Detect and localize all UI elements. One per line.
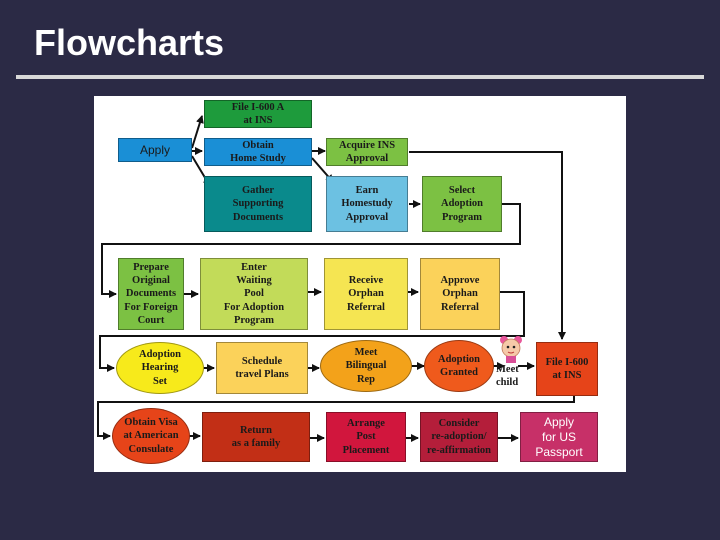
acquire-ins-approval-node: Acquire INS Approval — [326, 138, 408, 166]
approve-referral-node: Approve Orphan Referral — [420, 258, 500, 330]
adoption-granted-node: Adoption Granted — [424, 340, 494, 392]
schedule-travel-node: Schedule travel Plans — [216, 342, 308, 394]
title-divider — [16, 75, 704, 79]
slide-title: Flowcharts — [34, 22, 225, 63]
file-i600-node: File I-600 at INS — [536, 342, 598, 396]
apply-passport-node: Apply for US Passport — [520, 412, 598, 462]
obtain-home-study-node: Obtain Home Study — [204, 138, 312, 166]
arrow-approve-to-hearing — [99, 291, 525, 372]
select-program-node: Select Adoption Program — [422, 176, 502, 232]
arrange-post-placement-node: Arrange Post Placement — [326, 412, 406, 462]
prepare-documents-node: Prepare Original Documents For Foreign C… — [118, 258, 184, 330]
return-family-node: Return as a family — [202, 412, 310, 462]
arrow-file-i600-to-visa — [97, 396, 575, 440]
arrow-acquire-to-file-i600 — [409, 151, 566, 340]
meet-child-label: Meet child — [496, 364, 519, 388]
obtain-visa-node: Obtain Visa at American Consulate — [112, 408, 190, 464]
meet-bilingual-rep-node: Meet Bilingual Rep — [320, 340, 412, 392]
arrow-apply-to-file-i600a — [191, 115, 204, 149]
receive-referral-node: Receive Orphan Referral — [324, 258, 408, 330]
baby-icon — [500, 336, 522, 363]
adoption-hearing-node: Adoption Hearing Set — [116, 342, 204, 394]
flowchart-panel: Apply File I-600 A at INS Obtain Home St… — [94, 96, 626, 472]
apply-node: Apply — [118, 138, 192, 162]
enter-waiting-pool-node: Enter Waiting Pool For Adoption Program — [200, 258, 308, 330]
file-i600a-node: File I-600 A at INS — [204, 100, 312, 128]
consider-readoption-node: Consider re-adoption/ re-affirmation — [420, 412, 498, 462]
gather-documents-node: Gather Supporting Documents — [204, 176, 312, 232]
arrow-select-to-prepare — [101, 203, 521, 298]
flowchart-connectors — [97, 115, 575, 442]
earn-homestudy-node: Earn Homestudy Approval — [326, 176, 408, 232]
